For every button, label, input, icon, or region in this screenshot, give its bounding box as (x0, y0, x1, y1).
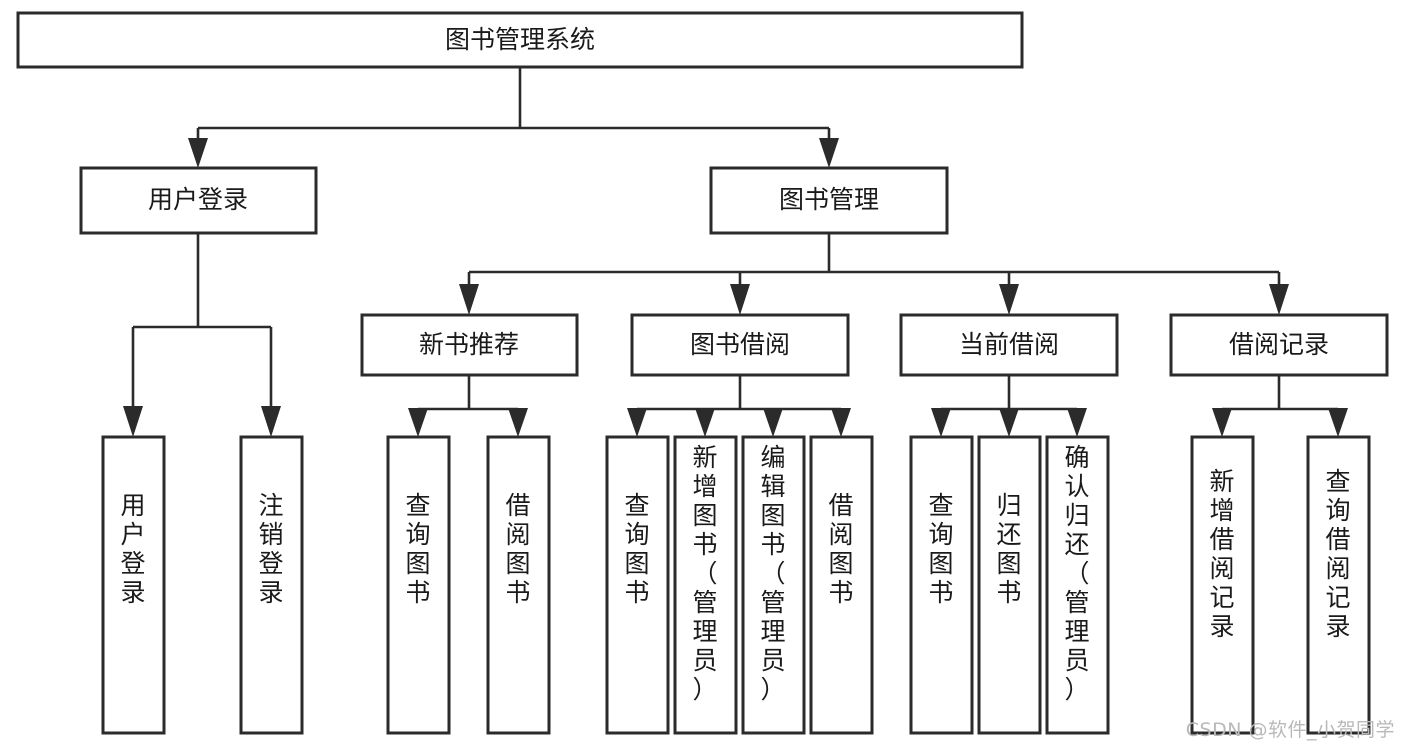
connector-group-borrow-record-to-leaves (1212, 375, 1348, 437)
arrowhead-new-book-recommend (459, 284, 479, 315)
arrowhead-leaf-borrow-book-1 (508, 408, 528, 437)
connector-group-user-login-to-leaves (123, 233, 281, 437)
node-leaf-query-record[interactable]: 查询借阅记录 (1306, 435, 1371, 735)
node-leaf-borrow-book-1-label: 借阅图书 (505, 491, 530, 607)
node-leaf-query-book-1-box[interactable] (386, 435, 451, 735)
arrowhead-leaf-return-book (999, 408, 1019, 437)
node-leaf-logout-login-box[interactable] (239, 435, 304, 735)
arrowhead-user-login (188, 138, 208, 168)
node-leaf-confirm-return-label: 确认归还（管理员） (1064, 443, 1089, 704)
node-leaf-edit-book-label: 编辑图书（管理员） (760, 443, 785, 704)
arrowhead-leaf-confirm-return (1067, 408, 1087, 437)
node-book-manage[interactable]: 图书管理 (709, 166, 949, 235)
arrowhead-book-borrow (730, 284, 750, 315)
node-leaf-return-book-label: 归还图书 (996, 491, 1021, 607)
connector-group-current-borrow-to-leaves (931, 375, 1087, 437)
node-leaf-query-book-2-label: 查询图书 (624, 491, 649, 607)
arrowhead-leaf-borrow-book-2 (831, 408, 851, 437)
arrowhead-leaf-add-book (695, 408, 715, 437)
arrowhead-leaf-add-record (1212, 408, 1232, 437)
node-user-login-label: 用户登录 (148, 185, 248, 214)
node-root-box[interactable] (16, 11, 1024, 69)
node-leaf-return-book-box[interactable] (977, 435, 1042, 735)
arrowhead-borrow-record (1269, 284, 1289, 315)
node-leaf-edit-book[interactable]: 编辑图书（管理员） (741, 435, 806, 735)
node-leaf-borrow-book-2-box[interactable] (809, 435, 874, 735)
arrowhead-book-manage (819, 138, 839, 168)
connector-group-new-book-recommend-to-leaves (408, 375, 528, 437)
node-current-borrow-label: 当前借阅 (959, 330, 1059, 359)
node-leaf-query-book-1[interactable]: 查询图书 (386, 435, 451, 735)
node-book-manage-label: 图书管理 (779, 185, 879, 214)
node-borrow-record-box[interactable] (1169, 313, 1389, 377)
arrowhead-leaf-query-book-1 (408, 408, 428, 437)
node-leaf-user-login-label: 用户登录 (120, 491, 145, 607)
node-leaf-query-book-3-box[interactable] (909, 435, 974, 735)
node-leaf-add-book[interactable]: 新增图书（管理员） (673, 435, 738, 735)
node-book-borrow-box[interactable] (630, 313, 850, 377)
node-leaf-add-record-box[interactable] (1190, 435, 1255, 735)
node-leaf-query-record-box[interactable] (1306, 435, 1371, 735)
node-leaf-confirm-return[interactable]: 确认归还（管理员） (1045, 435, 1110, 735)
node-leaf-confirm-return-box[interactable] (1045, 435, 1110, 735)
connector-group-root-to-level2 (188, 67, 839, 168)
arrowhead-leaf-logout-login (261, 406, 281, 437)
node-user-login[interactable]: 用户登录 (79, 166, 318, 235)
arrowhead-leaf-edit-book (763, 408, 783, 437)
node-book-borrow[interactable]: 图书借阅 (630, 313, 850, 377)
node-leaf-logout-login-label: 注销登录 (258, 491, 283, 607)
node-leaf-user-login-box[interactable] (101, 435, 166, 735)
node-borrow-record-label: 借阅记录 (1229, 330, 1329, 359)
node-root[interactable]: 图书管理系统 (16, 11, 1024, 69)
node-leaf-query-book-1-label: 查询图书 (405, 491, 430, 607)
node-current-borrow-box[interactable] (899, 313, 1119, 377)
node-book-borrow-label: 图书借阅 (690, 330, 790, 359)
node-root-label: 图书管理系统 (445, 25, 595, 54)
node-user-login-box[interactable] (79, 166, 318, 235)
node-leaf-add-book-box[interactable] (673, 435, 738, 735)
arrowhead-leaf-query-record (1328, 408, 1348, 437)
node-leaf-query-book-3[interactable]: 查询图书 (909, 435, 974, 735)
node-current-borrow[interactable]: 当前借阅 (899, 313, 1119, 377)
arrowhead-current-borrow (999, 284, 1019, 315)
node-leaf-add-record[interactable]: 新增借阅记录 (1190, 435, 1255, 735)
node-leaf-borrow-book-2-label: 借阅图书 (828, 491, 853, 607)
node-leaf-query-book-2-box[interactable] (605, 435, 670, 735)
node-leaf-borrow-book-1[interactable]: 借阅图书 (486, 435, 551, 735)
arrowhead-leaf-query-book-3 (931, 408, 951, 437)
node-leaf-return-book[interactable]: 归还图书 (977, 435, 1042, 735)
node-new-book-recommend-label: 新书推荐 (419, 330, 519, 359)
node-new-book-recommend-box[interactable] (360, 313, 579, 377)
node-leaf-borrow-book-2[interactable]: 借阅图书 (809, 435, 874, 735)
node-new-book-recommend[interactable]: 新书推荐 (360, 313, 579, 377)
node-leaf-query-book-2[interactable]: 查询图书 (605, 435, 670, 735)
node-leaf-logout-login[interactable]: 注销登录 (239, 435, 304, 735)
node-leaf-borrow-book-1-box[interactable] (486, 435, 551, 735)
node-leaf-query-book-3-label: 查询图书 (928, 491, 953, 607)
connector-group-book-manage-to-level3 (459, 233, 1289, 315)
node-leaf-add-book-label: 新增图书（管理员） (692, 443, 717, 704)
node-book-manage-box[interactable] (709, 166, 949, 235)
node-leaf-edit-book-box[interactable] (741, 435, 806, 735)
node-leaf-query-record-label: 查询借阅记录 (1325, 467, 1350, 641)
node-leaf-user-login[interactable]: 用户登录 (101, 435, 166, 735)
arrowhead-leaf-query-book-2 (627, 408, 647, 437)
connector-group-book-borrow-to-leaves (627, 375, 851, 437)
node-leaf-add-record-label: 新增借阅记录 (1209, 467, 1234, 641)
node-borrow-record[interactable]: 借阅记录 (1169, 313, 1389, 377)
arrowhead-leaf-user-login (123, 406, 143, 437)
